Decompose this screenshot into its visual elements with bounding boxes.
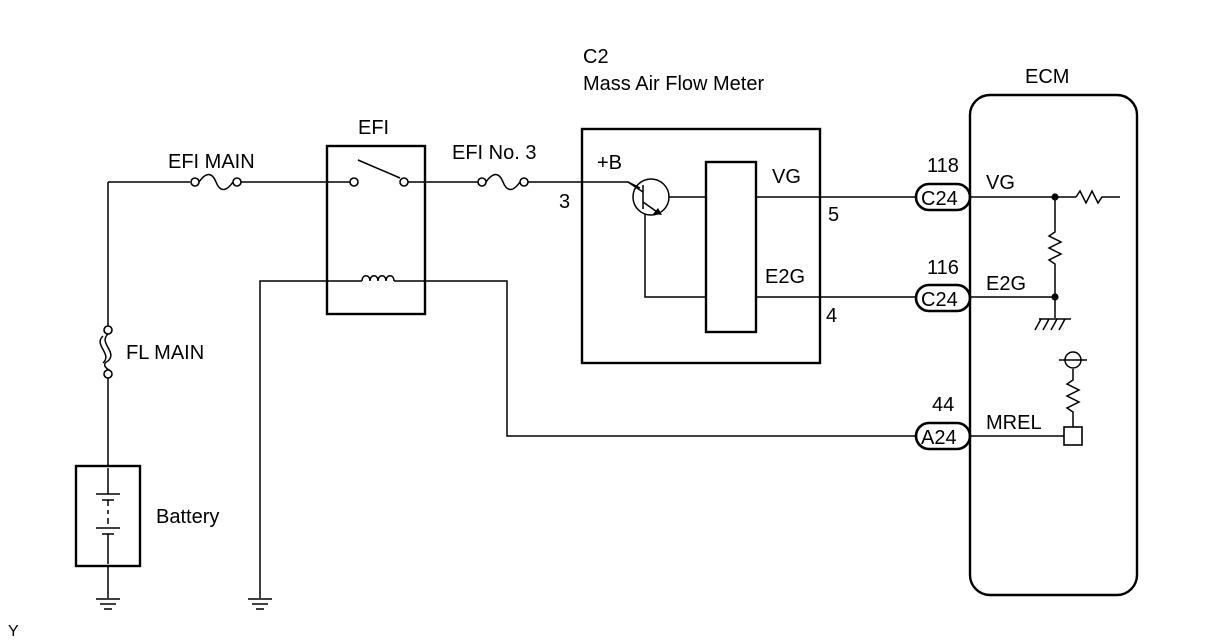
ecm-signal-vg: VG bbox=[986, 172, 1015, 194]
efi-no3-fuse: EFI No. 3 3 bbox=[452, 142, 582, 213]
battery-circuit: FL MAIN Battery bbox=[74, 182, 219, 610]
efi-relay: EFI bbox=[248, 117, 916, 610]
ecm-label: ECM bbox=[1025, 66, 1069, 88]
ground-icon bbox=[248, 598, 272, 610]
connector-pin-number: 116 bbox=[927, 257, 959, 279]
pin-5-label: 5 bbox=[828, 204, 839, 226]
ecm-connector-vg: 118 C24 bbox=[914, 155, 972, 212]
vg-pin-label: VG bbox=[772, 166, 801, 188]
fl-main-label: FL MAIN bbox=[126, 342, 204, 364]
connector-code: C24 bbox=[921, 289, 958, 311]
ground-icon bbox=[96, 598, 120, 610]
ecm-signal-e2g: E2G bbox=[986, 273, 1026, 295]
ecm-signal-mrel: MREL bbox=[986, 412, 1042, 434]
mrel-output-terminal bbox=[1063, 426, 1083, 446]
ecm: ECM VG E2G MREL bbox=[968, 66, 1139, 597]
ecm-connector-e2g: 116 C24 bbox=[914, 257, 972, 313]
battery-label: Battery bbox=[156, 506, 219, 528]
mass-air-flow-meter: C2 Mass Air Flow Meter +B VG E2G bbox=[580, 46, 822, 365]
connector-code: C24 bbox=[921, 188, 958, 210]
efi-main-fuse: EFI MAIN bbox=[108, 151, 327, 191]
plus-b-label: +B bbox=[597, 152, 622, 174]
maf-name-label: Mass Air Flow Meter bbox=[583, 73, 764, 95]
ground-icon bbox=[1034, 318, 1071, 331]
corner-mark: Y bbox=[8, 623, 19, 640]
efi-no3-label: EFI No. 3 bbox=[452, 142, 536, 164]
connector-pin-number: 44 bbox=[932, 394, 954, 416]
ecm-connector-mrel: 44 A24 bbox=[914, 394, 972, 451]
connector-code: A24 bbox=[921, 427, 957, 449]
pin-4-label: 4 bbox=[826, 305, 837, 327]
efi-relay-label: EFI bbox=[358, 117, 389, 139]
maf-code-label: C2 bbox=[583, 46, 609, 68]
e2g-pin-label: E2G bbox=[765, 266, 805, 288]
efi-main-label: EFI MAIN bbox=[168, 151, 255, 173]
pin-3-label: 3 bbox=[559, 191, 570, 213]
connector-pin-number: 118 bbox=[927, 155, 959, 177]
battery-icon bbox=[96, 468, 120, 564]
